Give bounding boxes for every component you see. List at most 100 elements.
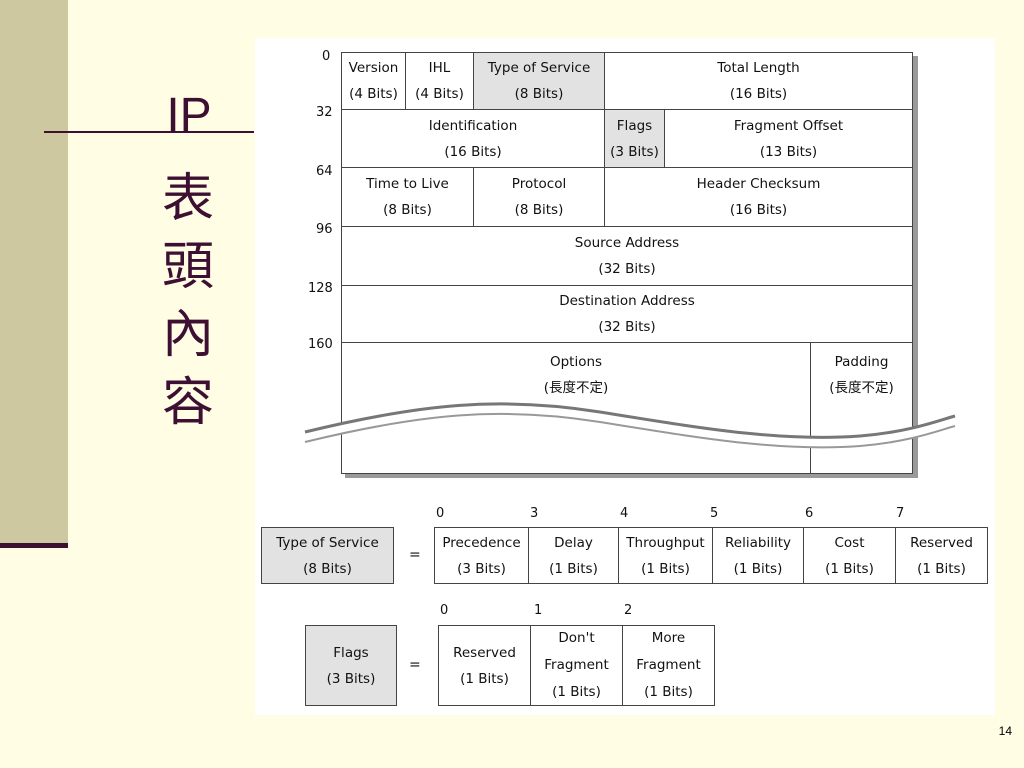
sidebar-band [0, 0, 68, 545]
field-size: (16 Bits) [444, 143, 502, 160]
row-offset-label: 64 [316, 164, 333, 179]
field-name: Reserved [453, 644, 516, 661]
field-name: Options [549, 354, 603, 370]
wavy-break [304, 402, 956, 449]
field-size: (32 Bits) [598, 261, 656, 277]
tos-field-throughput: Throughput (1 Bits) [618, 527, 713, 584]
field-size: (1 Bits) [644, 684, 693, 700]
bit-position-label: 6 [805, 506, 814, 521]
flags-field-more-fragment: More Fragment (1 Bits) [622, 625, 715, 706]
title-char: 表 [161, 169, 214, 229]
row-offset-label: 96 [316, 222, 333, 237]
slide-title-ip: IP [166, 89, 212, 142]
bit-position-label: 2 [624, 603, 633, 618]
field-name: Flags [616, 117, 653, 134]
field-name: Delay [554, 534, 593, 551]
tos-field-delay: Delay (1 Bits) [528, 527, 619, 584]
field-name: Cost [834, 534, 865, 551]
field-name: Fragment [636, 657, 701, 673]
field-name: Identification [428, 117, 518, 134]
field-size: (1 Bits) [460, 670, 509, 687]
field-fragment-offset: Fragment Offset (13 Bits) [664, 109, 913, 168]
field-name: Throughput [626, 534, 705, 551]
field-name: Source Address [574, 235, 680, 251]
field-size: (4 Bits) [349, 86, 398, 102]
field-size: (8 Bits) [383, 202, 432, 218]
field-name: Time to Live [366, 176, 449, 192]
field-total-length: Total Length (16 Bits) [604, 52, 913, 110]
field-size: (8 Bits) [514, 86, 564, 102]
field-size: (3 Bits) [610, 143, 659, 160]
field-size: (1 Bits) [549, 560, 598, 577]
field-name: Fragment [544, 657, 609, 673]
field-size: (1 Bits) [917, 560, 966, 577]
field-size: (4 Bits) [415, 86, 464, 102]
row-offset-label: 160 [308, 337, 333, 352]
field-name: Padding [834, 354, 889, 370]
title-char: 容 [161, 373, 214, 433]
field-source-address: Source Address (32 Bits) [341, 226, 913, 286]
field-name: Type of Service [487, 60, 591, 76]
tos-field-precedence: Precedence (3 Bits) [434, 527, 529, 584]
field-name: Type of Service [276, 534, 379, 551]
tos-label-box: Type of Service (8 Bits) [261, 527, 394, 584]
bit-position-label: 7 [896, 506, 905, 521]
equals-sign: = [409, 547, 421, 563]
flags-field-dont-fragment: Don't Fragment (1 Bits) [530, 625, 623, 706]
bit-position-label: 4 [620, 506, 629, 521]
field-size: (3 Bits) [326, 670, 376, 687]
field-size: (長度不定) [829, 380, 894, 396]
field-name: Protocol [511, 176, 567, 192]
field-name: Precedence [442, 534, 521, 551]
field-name: Don't [558, 630, 595, 646]
bit-position-label: 0 [436, 506, 445, 521]
field-padding: Padding (長度不定) [810, 342, 913, 474]
tos-field-reliability: Reliability (1 Bits) [712, 527, 804, 584]
title-char: 頭 [161, 237, 214, 297]
field-size: (1 Bits) [733, 560, 783, 577]
field-version: Version (4 Bits) [341, 52, 406, 110]
sidebar-bottom-rule [0, 543, 68, 548]
field-flags: Flags (3 Bits) [604, 109, 665, 168]
bit-position-label: 3 [530, 506, 539, 521]
bit-position-label: 5 [710, 506, 719, 521]
field-size: (16 Bits) [729, 86, 788, 102]
field-size: (8 Bits) [303, 560, 352, 577]
field-name: Destination Address [559, 293, 695, 309]
bit-position-label: 1 [534, 603, 543, 618]
flags-label-box: Flags (3 Bits) [305, 625, 397, 706]
bit-position-label: 0 [440, 603, 449, 618]
title-char: 內 [161, 305, 214, 365]
field-time-to-live: Time to Live (8 Bits) [341, 167, 474, 227]
field-name: More [651, 630, 686, 646]
field-name: IHL [428, 60, 451, 76]
field-size: (8 Bits) [514, 202, 564, 218]
field-ihl: IHL (4 Bits) [405, 52, 474, 110]
field-destination-address: Destination Address (32 Bits) [341, 285, 913, 343]
tos-field-cost: Cost (1 Bits) [803, 527, 896, 584]
title-rule [44, 131, 254, 133]
tos-field-reserved: Reserved (1 Bits) [895, 527, 988, 584]
field-header-checksum: Header Checksum (16 Bits) [604, 167, 913, 227]
page-number: 14 [998, 724, 1012, 738]
field-name: Version [348, 60, 399, 76]
field-protocol: Protocol (8 Bits) [473, 167, 605, 227]
field-size: (16 Bits) [729, 202, 788, 218]
row-offset-label: 128 [308, 281, 333, 296]
flags-field-reserved: Reserved (1 Bits) [438, 625, 531, 706]
field-size: (3 Bits) [457, 560, 506, 577]
field-identification: Identification (16 Bits) [341, 109, 605, 168]
field-type-of-service: Type of Service (8 Bits) [473, 52, 605, 110]
slide-title-chinese: 表 頭 內 容 [156, 165, 220, 437]
field-size: (1 Bits) [552, 684, 601, 700]
field-name: Reliability [725, 534, 791, 551]
field-size: (32 Bits) [598, 319, 656, 335]
field-name: Header Checksum [696, 176, 821, 192]
field-size: (長度不定) [543, 380, 609, 396]
field-name: Flags [333, 644, 369, 661]
field-name: Fragment Offset [733, 117, 844, 134]
field-name: Total Length [717, 60, 800, 76]
row-offset-label: 0 [322, 49, 331, 64]
field-name: Reserved [910, 534, 973, 551]
equals-sign: = [409, 657, 421, 673]
